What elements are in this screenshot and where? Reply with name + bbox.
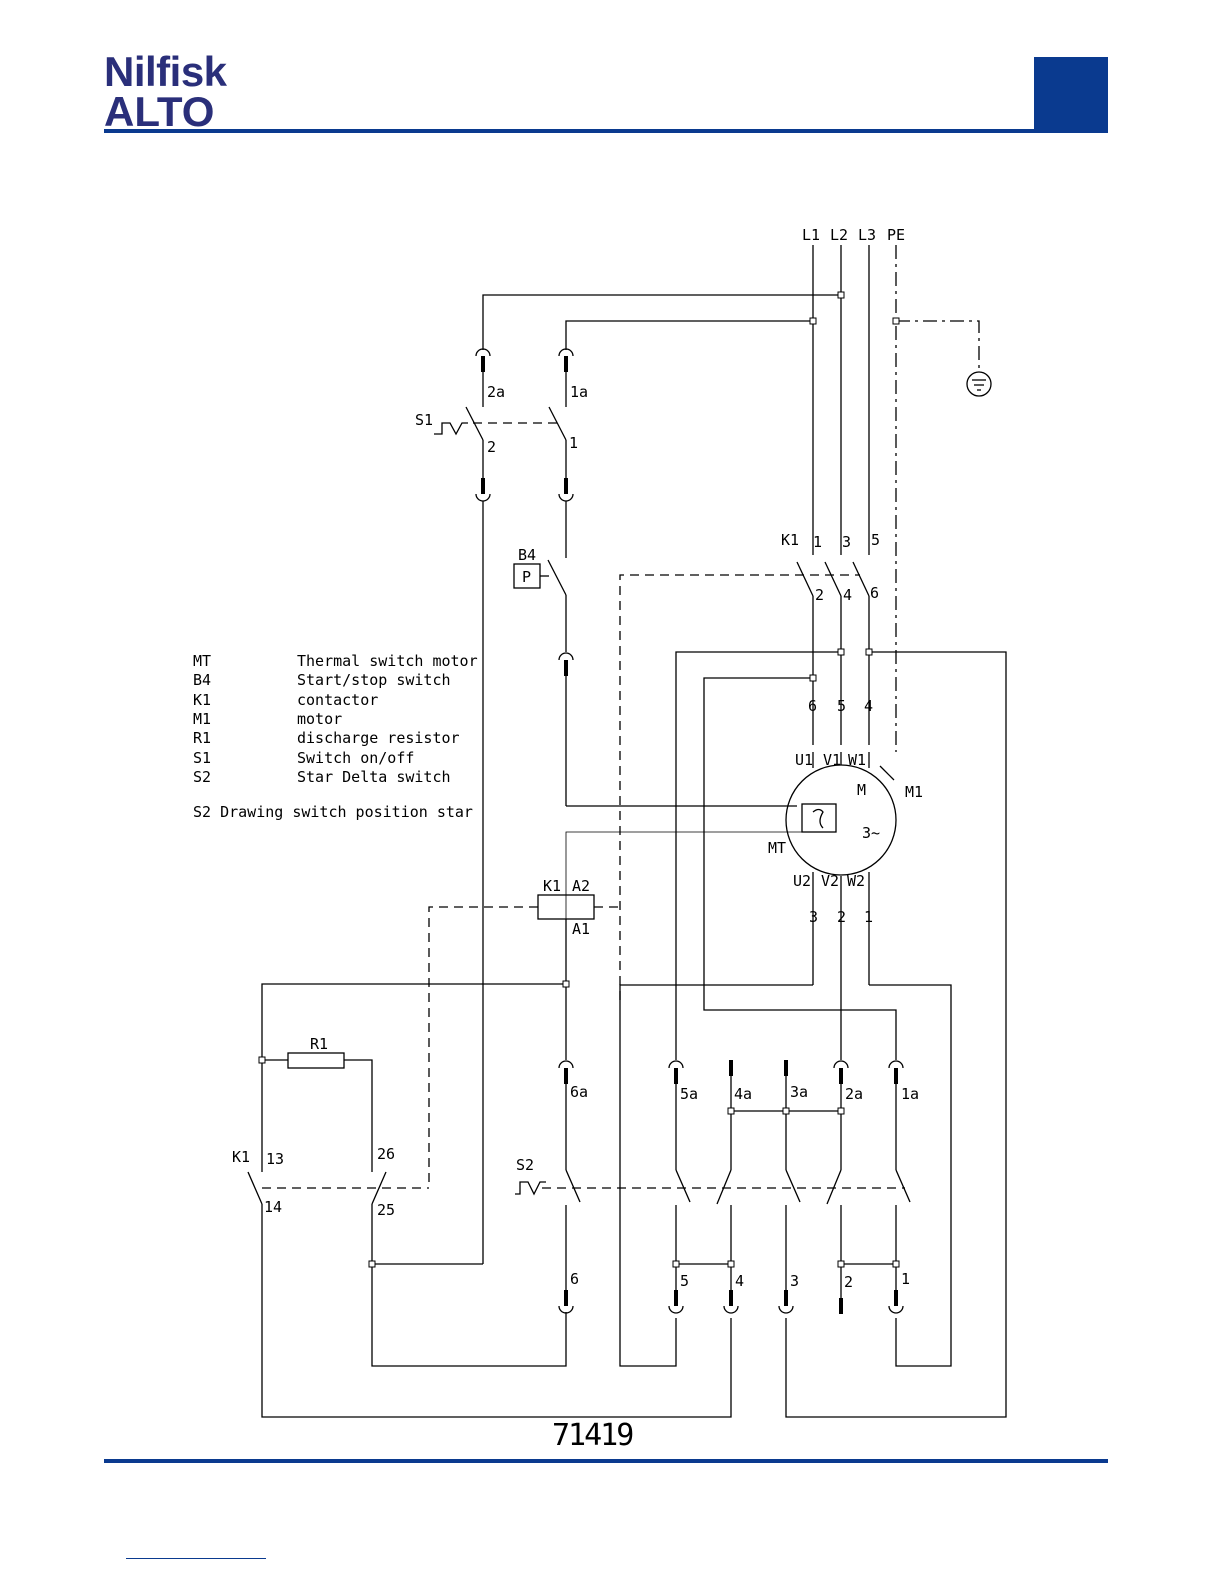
- label-w1: W1: [848, 751, 866, 769]
- label-k1-pin-5: 5: [871, 531, 880, 549]
- legend-code: R1: [193, 729, 212, 748]
- label-k1-main: K1: [781, 531, 799, 549]
- label-m: M: [857, 781, 866, 799]
- header-blue-block: [1034, 57, 1108, 133]
- legend-code: S1: [193, 748, 212, 767]
- label-k1-pin-6: 6: [870, 584, 879, 602]
- label-motor-1: 1: [864, 908, 873, 926]
- label-k1-pin-3: 3: [842, 533, 851, 551]
- legend-code: K1: [193, 690, 212, 709]
- logo-line-2: ALTO: [104, 88, 215, 135]
- junctions: [258, 291, 900, 1268]
- label-motor-5: 5: [837, 697, 846, 715]
- label-s1-pin-1: 1: [569, 434, 578, 452]
- s2-switch: [515, 1060, 911, 1318]
- diagram-labels: L1 L2 L3 PE 2a 1a S1 2 1 B4 P K1 1 3 5 2…: [232, 226, 923, 1291]
- legend-desc: discharge resistor: [297, 729, 460, 748]
- label-a2: A2: [572, 877, 590, 895]
- k1-main-contacts: [619, 561, 870, 1000]
- label-b4: B4: [518, 546, 536, 564]
- legend-desc: Switch on/off: [297, 748, 415, 767]
- label-l2: L2: [830, 226, 848, 244]
- legend-desc: motor: [297, 709, 343, 728]
- label-a1: A1: [572, 920, 590, 938]
- logo-line-1: Nilfisk: [104, 48, 227, 95]
- label-plug-1: 1: [901, 1270, 910, 1288]
- label-plug-3: 3: [790, 1272, 799, 1290]
- label-w2: W2: [847, 872, 865, 890]
- bottom-link-rule: [126, 1558, 266, 1559]
- label-v2: V2: [821, 872, 839, 890]
- label-plug-1a: 1a: [901, 1085, 919, 1103]
- label-motor-3: 3: [809, 908, 818, 926]
- label-l3: L3: [858, 226, 876, 244]
- label-plug-2: 2: [844, 1273, 853, 1291]
- label-plug-5: 5: [680, 1272, 689, 1290]
- label-plug-1a-top: 1a: [570, 383, 588, 401]
- nilfisk-alto-logo: Nilfisk ALTO: [104, 48, 227, 135]
- label-pin-25: 25: [377, 1201, 395, 1219]
- legend-desc: Thermal switch motor: [297, 652, 478, 670]
- label-k1-aux: K1: [232, 1148, 250, 1166]
- label-3-phase: 3~: [862, 824, 880, 842]
- label-plug-2a-top: 2a: [487, 383, 505, 401]
- label-s2: S2: [516, 1156, 534, 1174]
- legend-code: MT: [193, 652, 212, 670]
- label-pe: PE: [887, 226, 905, 244]
- label-l1: L1: [802, 226, 820, 244]
- label-pin-14: 14: [264, 1198, 282, 1216]
- k1-aux-and-r1: [247, 983, 732, 1418]
- label-s1-pin-2: 2: [487, 438, 496, 456]
- legend-desc: Start/stop switch: [297, 671, 451, 690]
- label-plug-4a: 4a: [734, 1085, 752, 1103]
- label-u2: U2: [793, 872, 811, 890]
- label-b4-p: P: [522, 568, 531, 586]
- label-plug-3a: 3a: [790, 1083, 808, 1101]
- label-r1: R1: [310, 1035, 328, 1053]
- label-plug-6: 6: [570, 1270, 579, 1288]
- footer-rule: [104, 1459, 1108, 1463]
- label-motor-4: 4: [864, 697, 873, 715]
- supply-lines: [812, 245, 992, 752]
- label-v1: V1: [823, 751, 841, 769]
- label-k1-pin-1: 1: [813, 533, 822, 551]
- s1-circuit: [434, 294, 841, 1264]
- label-motor-6: 6: [808, 697, 817, 715]
- label-motor-2: 2: [837, 908, 846, 926]
- drawing-number: 71419: [552, 1418, 634, 1453]
- label-s1: S1: [415, 411, 433, 429]
- label-plug-5a: 5a: [680, 1085, 698, 1103]
- label-mt: MT: [768, 839, 786, 857]
- legend-code: S2: [193, 767, 212, 786]
- legend-code: M1: [193, 709, 212, 728]
- label-pin-13: 13: [266, 1150, 284, 1168]
- legend-desc: contactor: [297, 690, 379, 709]
- label-pin-26: 26: [377, 1145, 395, 1163]
- label-k1-coil: K1: [543, 877, 561, 895]
- label-m1: M1: [905, 783, 923, 801]
- label-k1-pin-2: 2: [815, 586, 824, 604]
- header-rule: [104, 129, 1108, 133]
- b4-pressure-switch: [513, 559, 797, 807]
- legend-desc: Star Delta switch: [297, 767, 451, 786]
- label-u1: U1: [795, 751, 813, 769]
- label-k1-pin-4: 4: [843, 586, 852, 604]
- label-plug-6a: 6a: [570, 1083, 588, 1101]
- label-plug-4: 4: [735, 1272, 744, 1290]
- k1-coil: [428, 894, 620, 1188]
- drawing-note: S2 Drawing switch position star: [193, 803, 473, 821]
- label-plug-2a: 2a: [845, 1085, 863, 1103]
- legend-code: B4: [193, 671, 212, 690]
